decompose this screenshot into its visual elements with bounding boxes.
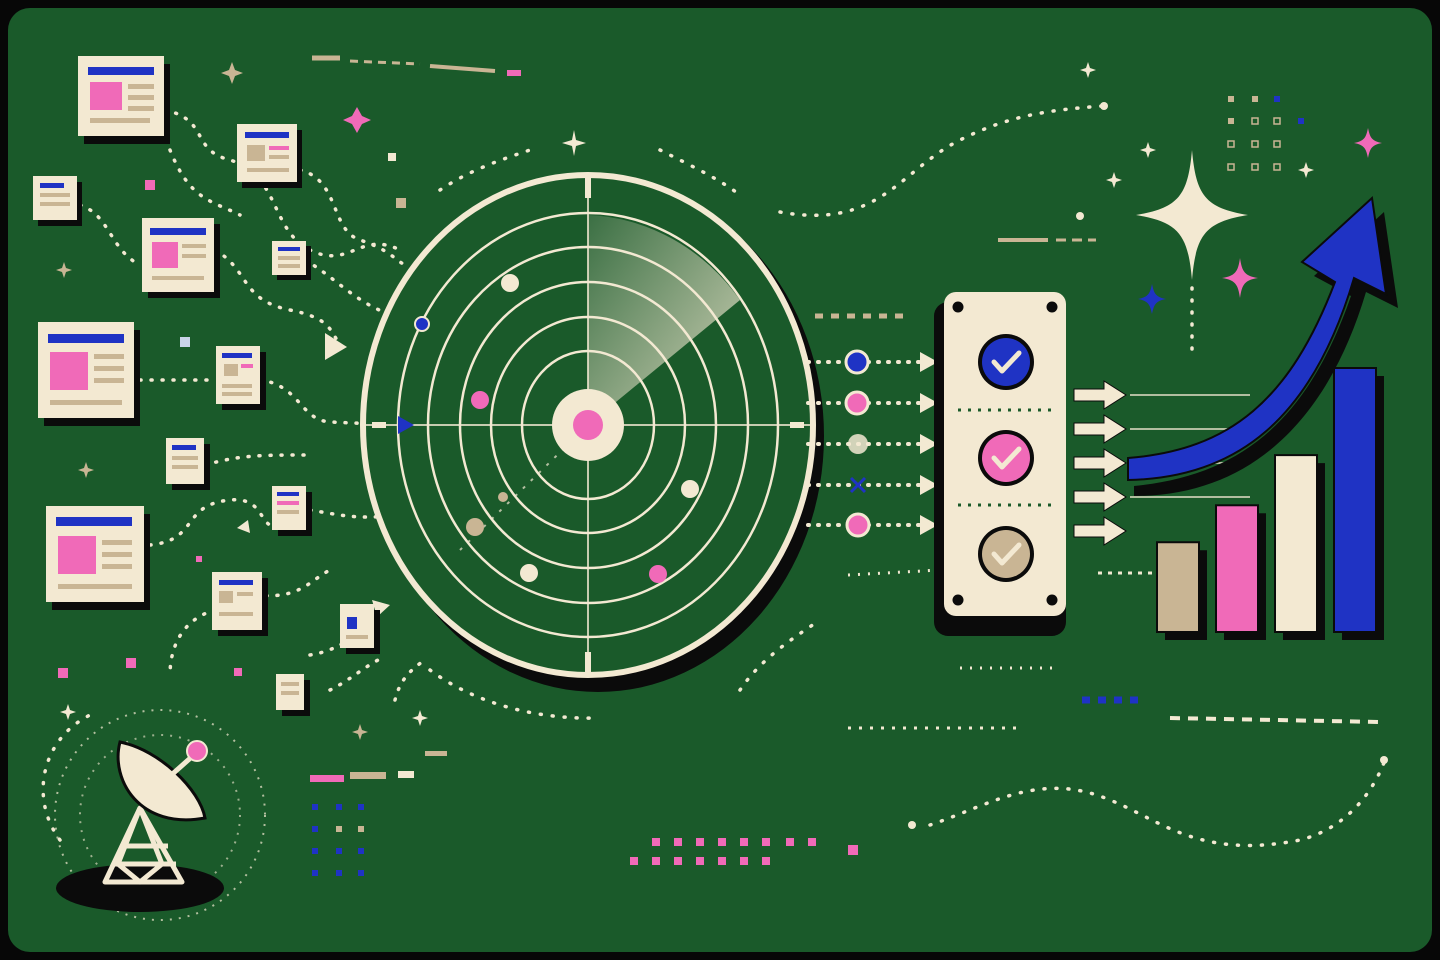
radar-blip [501,274,519,292]
document-card [38,322,140,426]
document-card [272,241,311,280]
dotted-curves [41,104,1387,848]
sparkle-icon [60,704,76,720]
sparkle-icon [343,107,371,133]
radar-blip [414,316,430,332]
radar-blip [520,564,538,582]
checkmark-icon [978,334,1034,390]
dot-row-bottom-center [630,838,816,865]
document-card [166,438,210,490]
sparkle-icon [56,262,72,278]
radar-blip [471,391,489,409]
document-card [142,218,220,298]
radar-blip [498,492,508,502]
decorative-sparkles [56,62,1382,740]
document-card [340,604,380,654]
dot-grid-top-right [1227,96,1304,171]
radar-sweep [588,215,740,425]
document-card [237,124,302,188]
growth-bar [1156,541,1207,640]
growth-bar [1215,504,1266,640]
sparkle-icon [1080,62,1096,78]
document-card [276,674,310,716]
radar-blip [398,416,414,434]
sparkle-icon [221,62,243,84]
dot-marker [908,821,916,829]
dot-marker [1100,102,1108,110]
sparkle-icon [78,462,94,478]
document-card [33,176,82,226]
growth-bar [1333,367,1384,640]
document-card [216,346,266,410]
growth-bar [1274,454,1325,640]
checkmark-icon [978,430,1034,486]
large-sparkle-icon [1136,150,1248,280]
dash-decorations [310,55,1381,782]
checklist-panel-icon [934,292,1066,636]
document-card [272,486,312,536]
radar-blip [649,565,667,583]
document-card [212,572,268,636]
radar-scope-icon [360,172,824,692]
sparkle-icon [352,724,368,740]
sparkle-icon [1140,142,1156,158]
filtered-outputs [806,349,938,538]
trend-arrow-icon [1134,212,1398,496]
source-documents [33,56,380,716]
checkmark-icon [978,526,1034,582]
trend-arrow-icon [1127,195,1388,482]
dot-marker [1076,212,1084,220]
radar-blip [681,480,699,498]
radar-blip [466,518,484,536]
sparkle-icon [562,130,586,156]
document-card [78,56,170,144]
document-card [46,506,150,610]
dot-grid-bottom-left [312,804,364,876]
growth-chart [1127,195,1398,640]
sparkle-icon [1298,162,1314,178]
checklist-to-chart-arrows [1073,380,1127,546]
sparkle-icon [1354,128,1382,158]
sparkle-icon [1222,258,1258,298]
sparkle-icon [1138,284,1166,314]
decorative-squares [58,153,858,855]
dot-marker [1380,756,1388,764]
satellite-dish-icon [54,709,266,921]
sparkle-icon [1106,172,1122,188]
sparkle-icon [412,710,428,726]
